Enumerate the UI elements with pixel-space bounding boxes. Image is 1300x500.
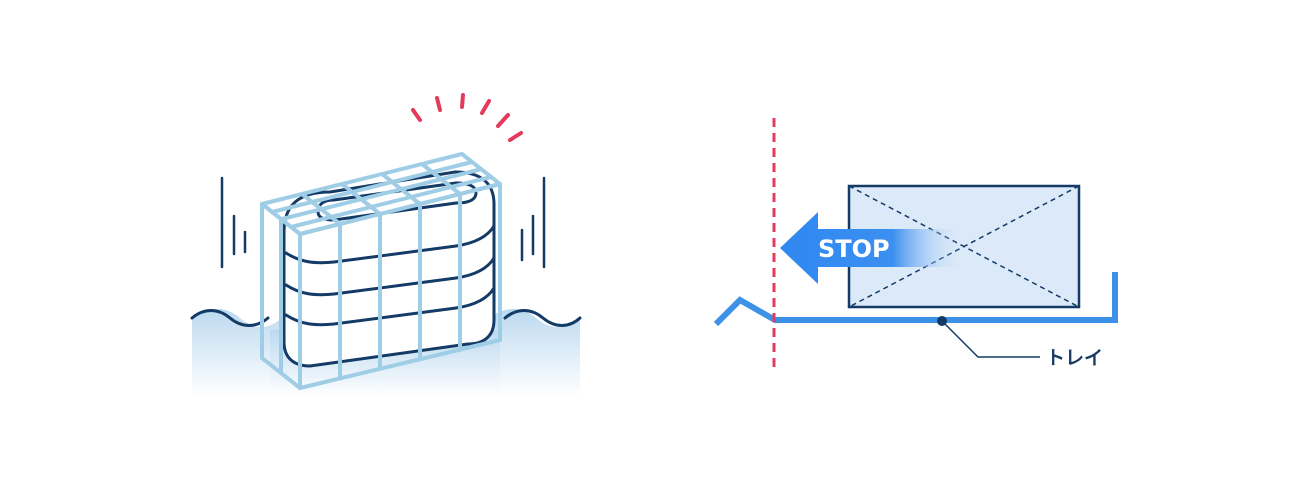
water-area bbox=[192, 309, 282, 396]
vibration-marks-icon bbox=[220, 176, 546, 269]
right-illustration: STOP トレイ bbox=[713, 118, 1118, 370]
water-area-right bbox=[490, 309, 580, 396]
tray-callout: トレイ bbox=[937, 316, 1103, 369]
stop-arrow-icon: STOP bbox=[780, 212, 962, 284]
stop-label: STOP bbox=[818, 235, 890, 263]
tray-label: トレイ bbox=[1046, 347, 1103, 369]
left-illustration bbox=[190, 93, 582, 396]
box-icon bbox=[847, 184, 1081, 309]
protective-cage-icon bbox=[260, 152, 502, 390]
water-waves-icon bbox=[190, 309, 582, 327]
alert-spark-icon bbox=[411, 93, 523, 142]
